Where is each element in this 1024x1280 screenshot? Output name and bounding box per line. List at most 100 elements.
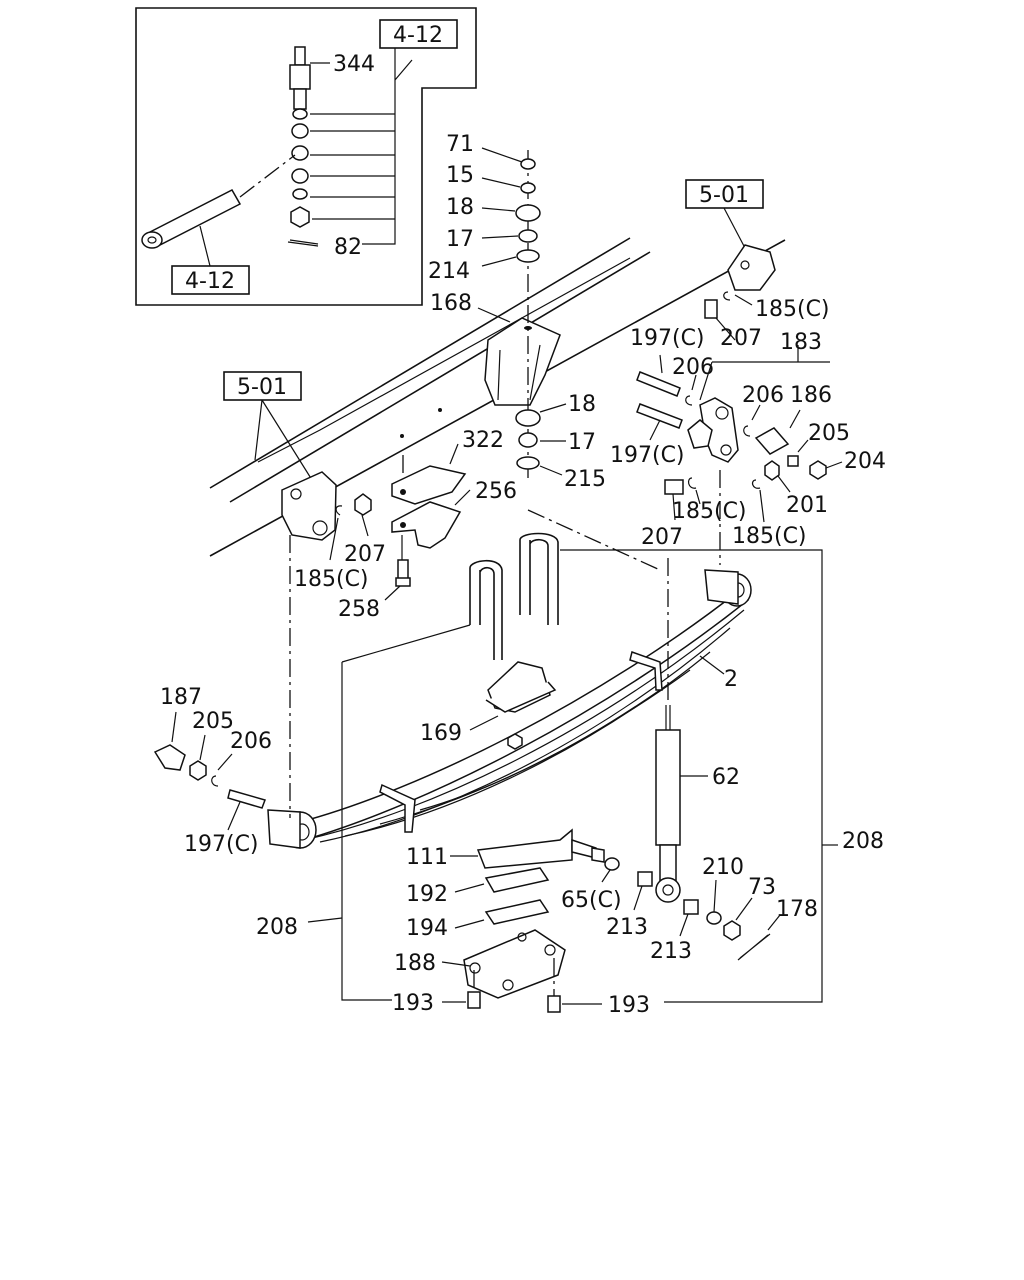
clip-206-left [685, 395, 693, 406]
grease-205-right [787, 455, 799, 467]
label-18-upper: 18 [446, 195, 474, 220]
label-194: 194 [406, 916, 448, 941]
label-344: 344 [333, 52, 375, 77]
label-18-lower: 18 [568, 392, 596, 417]
label-71: 71 [446, 132, 474, 157]
label-208-left: 208 [256, 915, 298, 940]
label-168: 168 [430, 291, 472, 316]
label-185c-left: 185(C) [294, 567, 369, 592]
bump-stopper-169 [485, 661, 557, 713]
bolt-258 [395, 535, 411, 587]
label-213-left: 213 [606, 915, 648, 940]
stabilizer-link-eye [291, 145, 309, 161]
label-207-left: 207 [344, 542, 386, 567]
washer-65 [604, 857, 620, 871]
leaf-spring-2 [267, 569, 752, 849]
shackle-pin-upper [636, 371, 681, 397]
label-206-front: 206 [230, 729, 272, 754]
front-spring-hanger [281, 471, 372, 541]
stabilizer-bolt [294, 46, 306, 66]
upper-bracket-168 [484, 317, 561, 406]
label-204: 204 [844, 449, 886, 474]
label-187: 187 [160, 685, 202, 710]
label-15: 15 [446, 163, 474, 188]
plate-111 [476, 828, 573, 869]
shackle-pin-lower [636, 403, 683, 429]
label-214: 214 [428, 259, 470, 284]
label-186: 186 [790, 383, 832, 408]
stabilizer-bushing [291, 123, 309, 139]
label-17-lower: 17 [568, 430, 596, 455]
shackle-183 [687, 397, 739, 463]
label-210: 210 [702, 855, 744, 880]
washer-210 [706, 911, 722, 925]
nut-201 [764, 460, 780, 481]
bolt-207-upper [704, 299, 718, 319]
bump-stopper-bracket-256 [391, 501, 462, 549]
label-183: 183 [780, 330, 822, 355]
ref-4-12-bottom[interactable]: 4-12 [185, 269, 235, 294]
label-111: 111 [406, 845, 448, 870]
label-197c-front: 197(C) [184, 832, 259, 857]
grease-205-left [189, 760, 207, 781]
label-73: 73 [748, 875, 776, 900]
fitting-187 [153, 744, 186, 771]
ref-box-5-01-left[interactable] [223, 371, 302, 401]
label-185c-upper: 185(C) [755, 297, 830, 322]
ref-4-12-top[interactable]: 4-12 [393, 23, 443, 48]
label-197c-lower: 197(C) [610, 443, 685, 468]
stabilizer-bushing-lower [291, 168, 309, 184]
nut-center [507, 733, 523, 750]
label-205-left: 205 [192, 709, 234, 734]
plate-194 [484, 899, 550, 925]
label-205-right: 205 [808, 421, 850, 446]
label-256: 256 [475, 479, 517, 504]
spring-seat-188 [463, 929, 566, 999]
label-169: 169 [420, 721, 462, 746]
label-207-upper: 207 [720, 326, 762, 351]
ref-box-4-12-bottom[interactable] [171, 265, 250, 295]
bracket-208-left [341, 624, 471, 1001]
label-258: 258 [338, 597, 380, 622]
ref-box-5-01-right[interactable] [685, 179, 764, 209]
label-193-left: 193 [392, 991, 434, 1016]
stabilizer-washer-lower [292, 188, 308, 200]
bracket-208-right [560, 549, 823, 1003]
bushing-186 [754, 427, 790, 455]
label-185c-mid: 185(C) [672, 499, 747, 524]
nut-193-left [467, 991, 481, 1009]
ref-5-01-right[interactable]: 5-01 [699, 183, 749, 208]
label-215: 215 [564, 467, 606, 492]
label-2: 2 [724, 667, 738, 692]
rear-spring-hanger [727, 244, 776, 291]
washer-215 [516, 456, 540, 470]
label-17-upper: 17 [446, 227, 474, 252]
label-207-lower: 207 [641, 525, 683, 550]
u-bolts [469, 532, 559, 660]
label-206-left: 206 [672, 355, 714, 380]
clip-206-front [211, 775, 219, 787]
cup-17-upper [518, 229, 538, 243]
label-206-right: 206 [742, 383, 784, 408]
label-192: 192 [406, 882, 448, 907]
label-213-right: 213 [650, 939, 692, 964]
washer-214 [516, 249, 540, 263]
stabilizer-link-rod [148, 189, 242, 247]
ref-5-01-left[interactable]: 5-01 [237, 375, 287, 400]
cotter-pin-178 [737, 933, 771, 961]
cotter-pin [287, 239, 319, 247]
stabilizer-washer [292, 108, 308, 120]
bushing-213-left [637, 871, 653, 887]
label-201: 201 [786, 493, 828, 518]
label-193-right: 193 [608, 993, 650, 1018]
bolt-207-lower [664, 479, 684, 495]
stabilizer-inset: 4-12 4-12 344 82 [135, 7, 477, 306]
shock-absorber-62 [655, 558, 681, 903]
rubber-18-upper [515, 204, 541, 222]
rubber-18-lower [515, 409, 541, 427]
clip-206-right [743, 425, 751, 437]
ref-box-4-12-top[interactable] [379, 19, 458, 49]
fitting-204 [809, 460, 827, 480]
label-322: 322 [462, 428, 504, 453]
